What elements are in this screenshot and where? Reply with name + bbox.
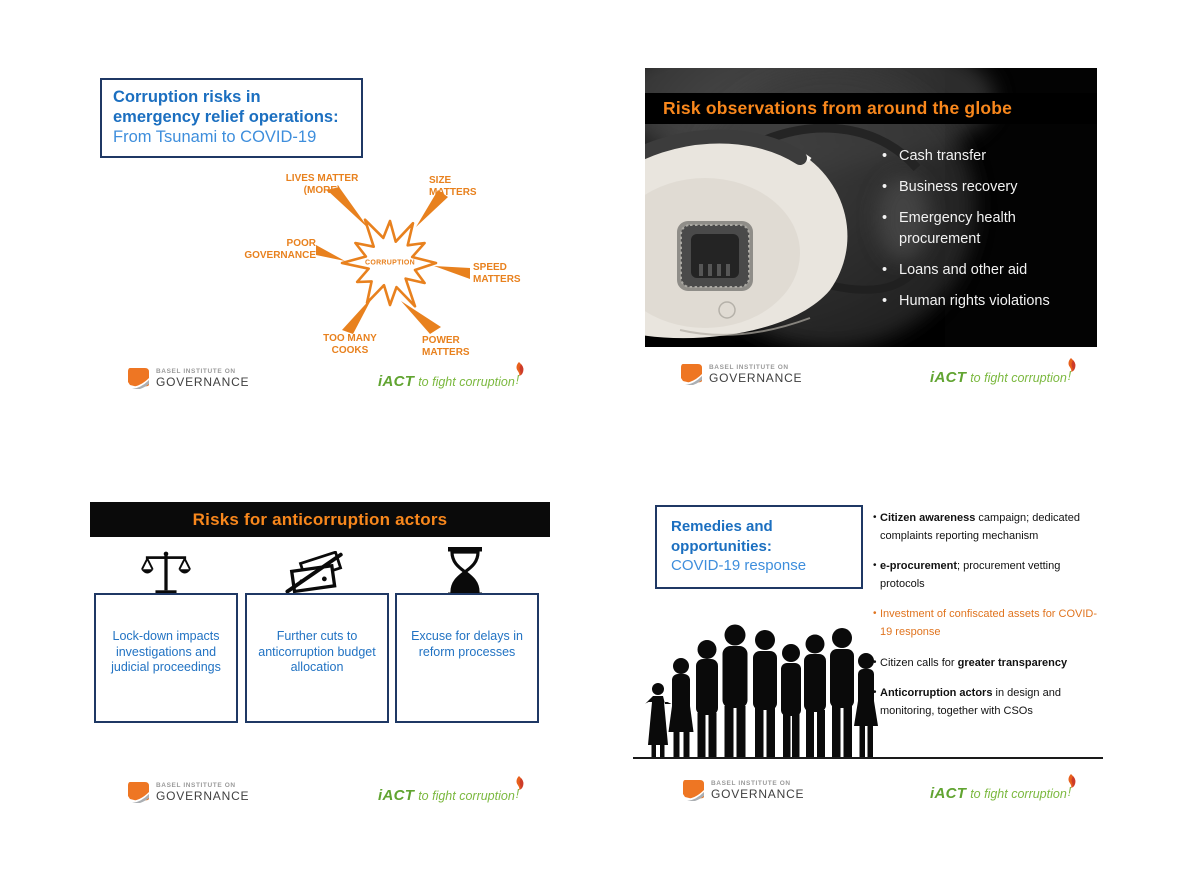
bullet-item: Anticorruption actors in design and moni… <box>873 685 1107 720</box>
starburst-graphic <box>316 187 470 334</box>
slide-1-title-box: Corruption risks in emergency relief ope… <box>100 78 363 159</box>
label-lives-matter: LIVES MATTER (MORE) <box>285 173 359 196</box>
spoke-too-many-cooks <box>342 296 373 334</box>
spoke-speed-matters <box>434 266 470 279</box>
basel-text-line1: BASEL INSTITUTE ON <box>709 364 789 371</box>
iact-flame-icon: ! <box>515 776 524 801</box>
iact-brand-text: iACT <box>378 373 415 390</box>
bullet-item: Citizen calls for greater transparency <box>873 655 1107 673</box>
slide-3-title: Risks for anticorruption actors <box>192 509 448 529</box>
iact-tagline-text: to fight corruption <box>970 371 1067 385</box>
slide-4-title-box: Remedies and opportunities: COVID-19 res… <box>655 505 863 589</box>
slide-4-title-line: Remedies and <box>671 518 773 535</box>
label-power-matters: POWER MATTERS <box>422 335 470 358</box>
basel-institute-logo: BASEL INSTITUTE ON GOVERNANCE <box>128 368 249 389</box>
basel-institute-logo: BASEL INSTITUTE ON GOVERNANCE <box>681 364 802 385</box>
iact-flame-icon: ! <box>1067 358 1076 383</box>
slide-1-subtitle: From Tsunami to COVID-19 <box>113 127 317 146</box>
label-speed-matters: SPEED MATTERS <box>473 262 521 285</box>
slide-4-subtitle: COVID-19 response <box>671 557 807 574</box>
bullet-item: Human rights violations <box>882 291 1090 312</box>
label-too-many-cooks: TOO MANY COOKS <box>323 333 377 356</box>
slide-2-bullet-list: Cash transfer Business recovery Emergenc… <box>882 146 1090 322</box>
respirator-mask-photo: Risk observations from around the globe … <box>645 68 1097 347</box>
spoke-size-matters <box>416 190 448 227</box>
basel-text-line1: BASEL INSTITUTE ON <box>711 780 791 787</box>
risk-box-reform-delays: Excuse for delays in reform processes <box>395 593 539 723</box>
hourglass-icon <box>433 547 497 597</box>
spoke-poor-governance <box>316 245 345 261</box>
slide-2-risk-observations: Risk observations from around the globe … <box>645 68 1097 400</box>
slide-4-title-line: opportunities: <box>671 537 772 555</box>
bullet-item: Loans and other aid <box>882 260 1090 281</box>
risk-box-text: Lock-down impacts investigations and jud… <box>111 629 221 675</box>
budget-cut-banknote-icon <box>283 551 347 597</box>
spoke-power-matters <box>401 301 441 334</box>
risk-box-text: Further cuts to anticorruption budget al… <box>258 629 376 675</box>
basel-institute-logo: BASEL INSTITUTE ON GOVERNANCE <box>128 782 249 803</box>
corruption-burst-shape <box>340 218 438 308</box>
nose-clip <box>645 129 807 165</box>
spoke-lives-matter <box>327 187 369 229</box>
bullet-item: Investment of confiscated assets for COV… <box>873 606 1107 641</box>
slide-4-remedies-opportunities: Remedies and opportunities: COVID-19 res… <box>633 498 1105 810</box>
label-poor-governance: POOR GOVERNANCE <box>244 238 316 261</box>
slide-3-title-banner: Risks for anticorruption actors <box>90 502 550 537</box>
risk-box-text: Excuse for delays in reform processes <box>411 629 523 659</box>
iact-brand-text: iACT <box>930 785 967 802</box>
basel-logo-mark <box>128 368 149 389</box>
basel-text-line1: BASEL INSTITUTE ON <box>156 782 236 789</box>
ground-line <box>633 757 1103 759</box>
bullet-item: Citizen awareness campaign; dedicated co… <box>873 510 1107 545</box>
certification-mark <box>718 301 736 319</box>
slide-1-corruption-risks: Corruption risks in emergency relief ope… <box>88 15 548 415</box>
iact-flame-icon: ! <box>515 362 524 387</box>
slide-1-title-line: Corruption risks in <box>113 88 261 106</box>
basel-institute-logo: BASEL INSTITUTE ON GOVERNANCE <box>683 780 804 801</box>
basel-text-line2: GOVERNANCE <box>711 787 805 801</box>
basel-logo-mark <box>128 782 149 803</box>
basel-text-line2: GOVERNANCE <box>709 371 803 385</box>
slide-2-title-banner: Risk observations from around the globe <box>645 93 1097 124</box>
scales-of-justice-icon <box>134 551 198 597</box>
basel-text-line1: BASEL INSTITUTE ON <box>156 368 236 375</box>
basel-logo-mark <box>683 780 704 801</box>
bullet-item: Business recovery <box>882 177 1090 198</box>
slide-2-title: Risk observations from around the globe <box>663 98 1013 118</box>
exhalation-valve <box>677 221 753 291</box>
corruption-starburst-diagram: CORRUPTION LIVES MATTER (MORE) SIZE MATT… <box>232 165 532 365</box>
slide-1-title-line: emergency relief operations: <box>113 107 339 126</box>
risk-box-budget-cuts: Further cuts to anticorruption budget al… <box>245 593 389 723</box>
label-size-matters: SIZE MATTERS <box>429 175 477 198</box>
basel-logo-mark <box>681 364 702 385</box>
bullet-item: e-procurement; procurement vetting proto… <box>873 558 1107 593</box>
corruption-center-label: CORRUPTION <box>364 259 416 267</box>
crowd-silhouette-graphic <box>645 624 878 758</box>
slide-4-bullet-list: Citizen awareness campaign; dedicated co… <box>873 510 1107 733</box>
risk-box-lockdown: Lock-down impacts investigations and jud… <box>94 593 238 723</box>
iact-brand-text: iACT <box>930 369 967 386</box>
basel-text-line2: GOVERNANCE <box>156 375 250 389</box>
bullet-item: Cash transfer <box>882 146 1090 167</box>
iact-brand-text: iACT <box>378 787 415 804</box>
bullet-item: Emergency health procurement <box>882 208 1090 250</box>
iact-tagline-text: to fight corruption <box>418 789 515 803</box>
iact-tagline-text: to fight corruption <box>970 787 1067 801</box>
iact-tagline-text: to fight corruption <box>418 375 515 389</box>
basel-text-line2: GOVERNANCE <box>156 789 250 803</box>
slide-3-risks-anticorruption-actors: Risks for anticorruption actors <box>88 498 550 810</box>
iact-flame-icon: ! <box>1067 774 1076 799</box>
